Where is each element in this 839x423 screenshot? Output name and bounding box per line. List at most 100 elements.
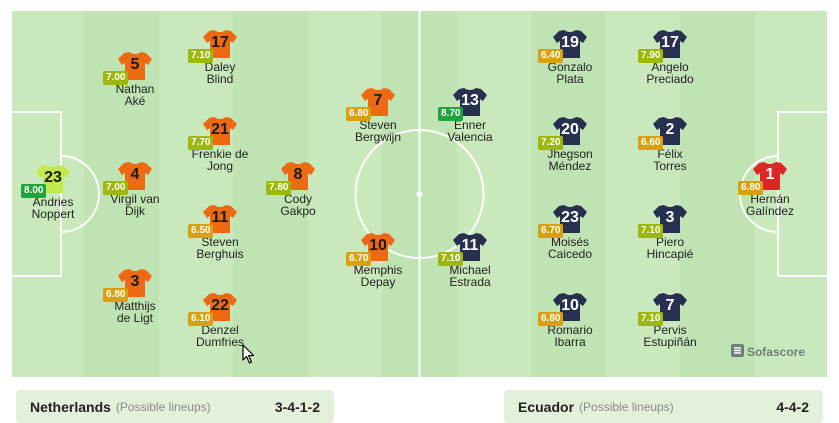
home-team-name: Netherlands bbox=[30, 398, 111, 415]
player-name: Romario Ibarra bbox=[547, 323, 593, 349]
jersey-number: 23 bbox=[44, 169, 62, 186]
player-name: Moisés Caicedo bbox=[547, 235, 593, 261]
player-name: Angelo Preciado bbox=[646, 60, 694, 86]
jersey-number: 17 bbox=[211, 34, 229, 51]
player-rating-badge: 7.10 bbox=[638, 224, 664, 238]
jersey-number: 2 bbox=[665, 121, 675, 138]
player-name: Steven Berghuis bbox=[196, 235, 244, 261]
away-team-name: Ecuador bbox=[518, 398, 575, 415]
sofascore-label: Sofascore bbox=[746, 345, 805, 359]
player-rating-badge: 7.00 bbox=[103, 181, 129, 195]
jersey-number: 7 bbox=[373, 92, 383, 109]
jersey-number: 23 bbox=[561, 209, 579, 226]
jersey-number: 11 bbox=[461, 237, 479, 254]
sofascore-logo-icon bbox=[730, 344, 744, 360]
player-name: Jhegson Méndez bbox=[547, 147, 593, 173]
player-rating-badge: 7.70 bbox=[188, 136, 214, 150]
player-rating-badge: 6.80 bbox=[103, 288, 129, 302]
player-rating-badge: 7.20 bbox=[538, 136, 564, 150]
player-rating-badge: 6.60 bbox=[638, 136, 664, 150]
jersey-number: 8 bbox=[293, 166, 303, 183]
player-rating-badge: 8.70 bbox=[438, 107, 464, 121]
player-rating-badge: 6.80 bbox=[346, 107, 372, 121]
player-rating-badge: 7.80 bbox=[266, 181, 292, 195]
player-name: Denzel Dumfries bbox=[195, 323, 244, 349]
jersey-number: 10 bbox=[561, 297, 579, 314]
jersey-number: 19 bbox=[561, 34, 579, 51]
home-lineup-note: (Possible lineups) bbox=[115, 399, 211, 414]
mouse-cursor-icon bbox=[242, 344, 255, 369]
player-rating-badge: 7.10 bbox=[438, 252, 464, 266]
player-name: Piero Hincapié bbox=[646, 235, 694, 261]
sofascore-brand[interactable]: Sofascore bbox=[730, 344, 805, 360]
jersey-number: 11 bbox=[211, 209, 229, 226]
player-name: Nathan Aké bbox=[115, 82, 155, 108]
player-name: Virgil van Dijk bbox=[110, 192, 160, 218]
player-rating-badge: 6.40 bbox=[538, 49, 564, 63]
player-name: Steven Bergwijn bbox=[354, 118, 402, 144]
player-rating-badge: 6.70 bbox=[346, 252, 372, 266]
jersey-number: 20 bbox=[561, 121, 579, 138]
player-rating-badge: 7.10 bbox=[638, 312, 664, 326]
player-name: Frenkie de Jong bbox=[191, 147, 249, 173]
away-lineup-note: (Possible lineups) bbox=[579, 399, 674, 414]
player-rating-badge: 6.80 bbox=[738, 181, 764, 195]
home-formation: 3-4-1-2 bbox=[274, 398, 320, 415]
player-rating-badge: 6.10 bbox=[188, 312, 214, 326]
home-lineup-bar[interactable]: Netherlands (Possible lineups) 3-4-1-2 bbox=[16, 390, 334, 423]
jersey-number: 3 bbox=[665, 209, 675, 226]
jersey-number: 13 bbox=[461, 92, 479, 109]
player-rating-badge: 7.90 bbox=[638, 49, 664, 63]
away-lineup-bar[interactable]: Ecuador (Possible lineups) 4-4-2 bbox=[504, 390, 823, 423]
player-name: Félix Torres bbox=[653, 147, 687, 173]
jersey-number: 5 bbox=[130, 56, 140, 73]
jersey-number: 3 bbox=[130, 273, 140, 290]
player-rating-badge: 8.00 bbox=[21, 184, 47, 198]
player-name: Hernán Galíndez bbox=[745, 192, 795, 218]
player-name: Michael Estrada bbox=[449, 263, 491, 289]
player-rating-badge: 7.00 bbox=[103, 71, 129, 85]
player-rating-badge: 6.80 bbox=[538, 312, 564, 326]
